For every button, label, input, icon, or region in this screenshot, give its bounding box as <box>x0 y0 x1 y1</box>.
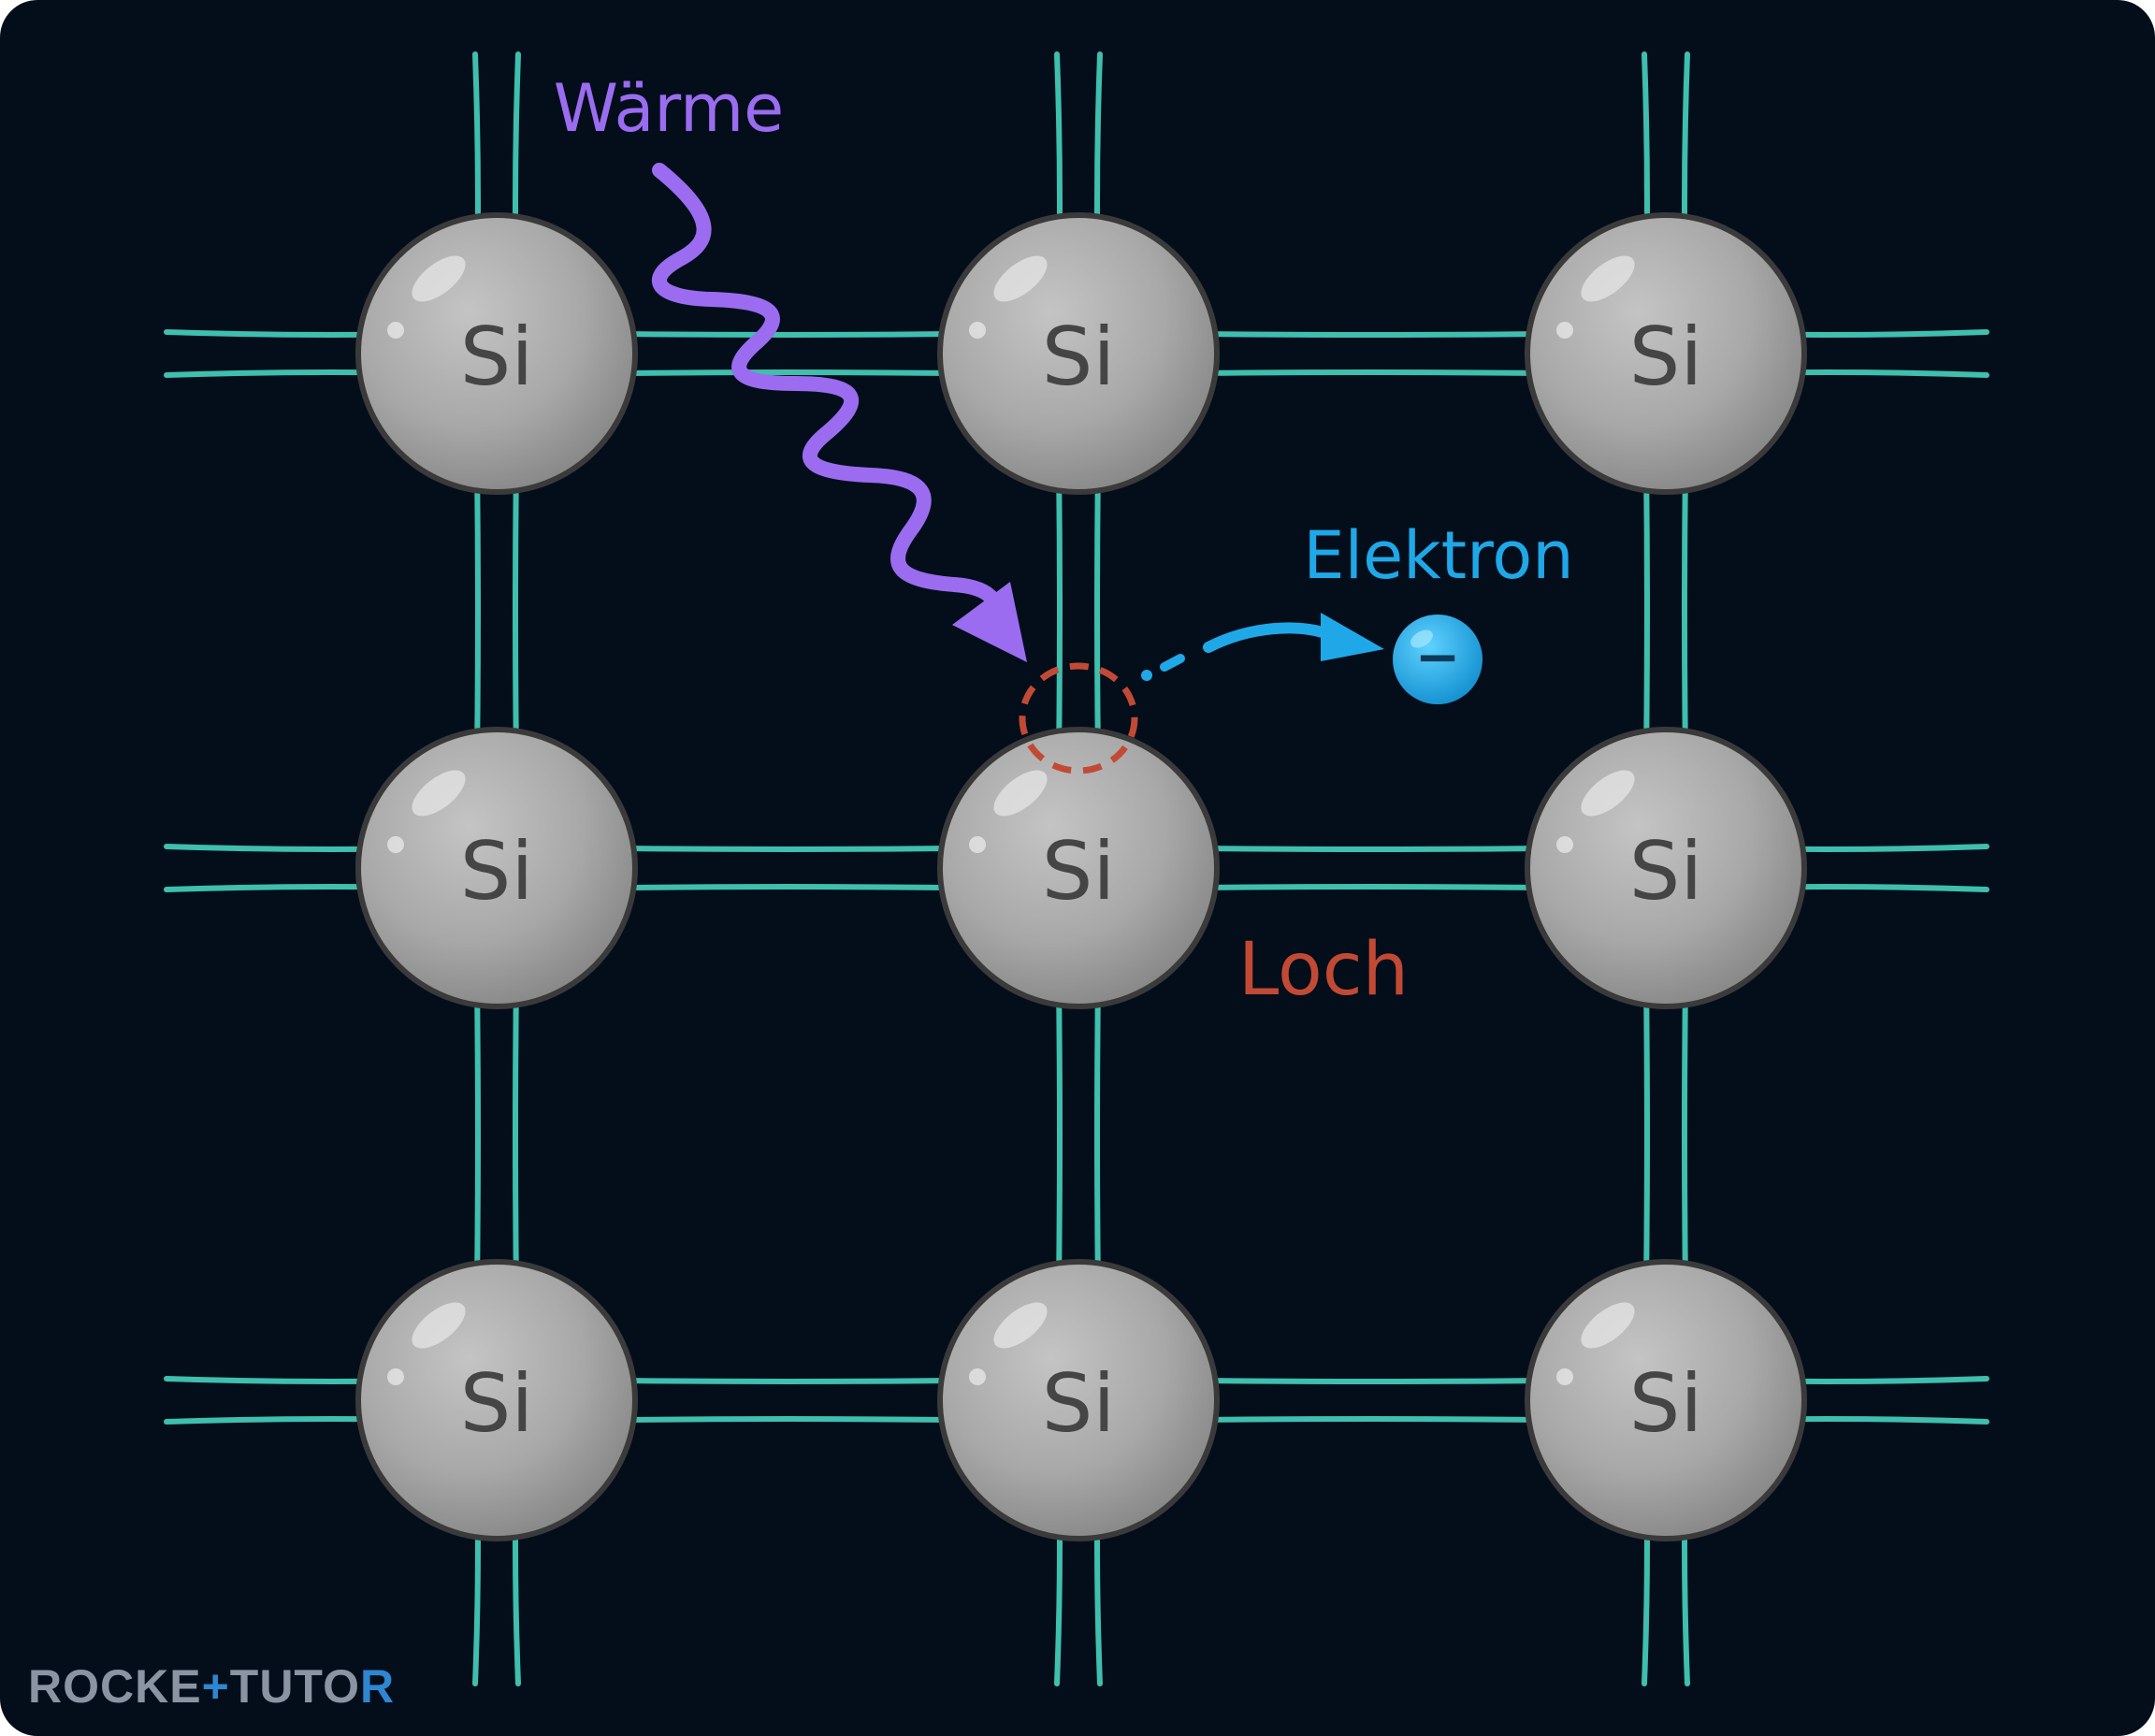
electron-path-arrow <box>1141 613 1384 681</box>
silicon-atom: Si <box>937 212 1220 495</box>
silicon-atom: Si <box>355 212 638 495</box>
svg-text:ROCKE+TUTOR: ROCKE+TUTOR <box>28 1660 395 1713</box>
atom-label: Si <box>1629 1357 1702 1451</box>
silicon-atom: Si <box>937 727 1220 1009</box>
atom-label: Si <box>1629 311 1702 404</box>
heat-label: Wärme <box>554 70 784 147</box>
silicon-atom: Si <box>1525 212 1807 495</box>
atom-label: Si <box>1042 825 1115 919</box>
hole-marker <box>1019 662 1138 774</box>
atom-label: Si <box>1042 311 1115 404</box>
atom-label: Si <box>460 1357 533 1451</box>
atom-label: Si <box>1042 1357 1115 1451</box>
electron-label: Elektron <box>1303 517 1573 594</box>
rocket-tutor-logo: ROCKE+TUTOR <box>28 1660 395 1713</box>
atom-label: Si <box>1629 825 1702 919</box>
electron-arrowhead <box>1321 613 1384 661</box>
silicon-atom: Si <box>937 1259 1220 1541</box>
heat-arrow <box>652 163 1027 662</box>
electron: − <box>1393 615 1482 704</box>
silicon-atom: Si <box>355 727 638 1009</box>
silicon-atom: Si <box>355 1259 638 1541</box>
hole-label: Loch <box>1238 928 1409 1012</box>
silicon-atom: Si <box>1525 727 1807 1009</box>
heat-arrowhead <box>952 582 1027 662</box>
atom-label: Si <box>460 825 533 919</box>
electron-charge-sign: − <box>1415 625 1461 688</box>
atom-label: Si <box>460 311 533 404</box>
silicon-atom: Si <box>1525 1259 1807 1541</box>
heat-wave-path <box>652 163 1005 636</box>
